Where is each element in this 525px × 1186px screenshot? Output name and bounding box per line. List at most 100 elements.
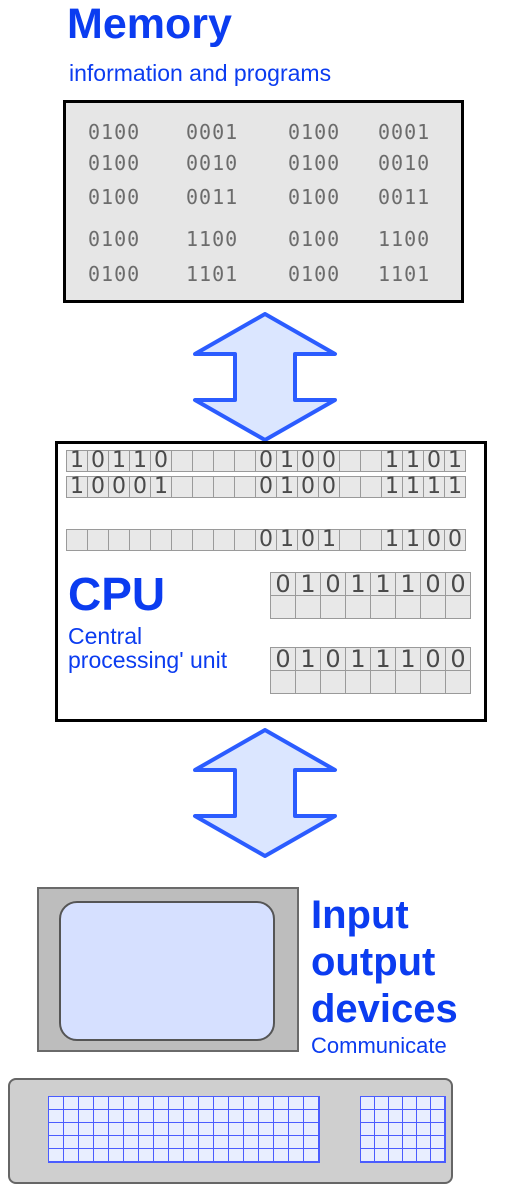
key [416,1096,431,1110]
key [258,1109,274,1123]
key [374,1096,389,1110]
register-cell [66,529,88,551]
register-cell: 1 [108,450,130,472]
register-cell: 0 [129,476,151,498]
key [258,1096,274,1110]
key [63,1148,79,1162]
memory-word: 0100 [288,185,341,209]
key [123,1122,139,1136]
register-cell [108,529,130,551]
key [108,1148,124,1162]
key [168,1148,184,1162]
register-cell [213,529,235,551]
key [273,1096,289,1110]
memory-word: 0100 [88,151,141,175]
key [48,1122,64,1136]
register-cell [360,450,382,472]
key [63,1096,79,1110]
key [374,1122,389,1136]
key [360,1148,375,1162]
key [48,1096,64,1110]
io-title: Input output devices [311,893,458,1031]
memory-word: 0001 [378,120,431,144]
monitor-icon [37,887,299,1052]
register-cell [270,670,296,694]
key [198,1135,214,1149]
register-cell: 0 [270,647,296,671]
key [273,1109,289,1123]
memory-subtitle: information and programs [69,60,332,86]
register-cell: 1 [276,450,298,472]
key [123,1109,139,1123]
register-cell [234,476,256,498]
key [273,1148,289,1162]
register-cell [339,476,361,498]
key [430,1096,445,1110]
register-cell: 1 [444,476,466,498]
register-cell: 1 [295,647,321,671]
register-cell [234,529,256,551]
register-cell: 1 [402,476,424,498]
key [183,1096,199,1110]
register-cell: 0 [318,450,340,472]
key [430,1109,445,1123]
key [48,1109,64,1123]
key [402,1096,417,1110]
register-cell: 0 [255,529,277,551]
register-cell [339,529,361,551]
key [430,1135,445,1149]
key [198,1109,214,1123]
key [93,1135,109,1149]
register-cell: 1 [423,476,445,498]
register-cell [129,529,151,551]
key [108,1122,124,1136]
key [183,1122,199,1136]
key [78,1148,94,1162]
key [388,1148,403,1162]
key [243,1096,259,1110]
register-cell: 0 [444,529,466,551]
double-arrow-icon [193,312,337,442]
register-cell [295,595,321,619]
key [402,1109,417,1123]
key [153,1148,169,1162]
register-cell [150,529,172,551]
key [303,1096,319,1110]
cpu-title: CPU [68,568,166,620]
register-cell [360,476,382,498]
key [198,1096,214,1110]
key [138,1109,154,1123]
key [402,1148,417,1162]
register-cell: 1 [150,476,172,498]
key [416,1109,431,1123]
key [243,1135,259,1149]
key [108,1135,124,1149]
register-cell: 1 [395,647,421,671]
register-cell: 0 [445,572,471,596]
register-cell: 0 [255,476,277,498]
register-cell: 0 [420,647,446,671]
register-cell: 0 [150,450,172,472]
key [228,1109,244,1123]
register-cell: 1 [402,450,424,472]
register-cell: 0 [108,476,130,498]
key [93,1148,109,1162]
register-cell [192,476,214,498]
memory-word: 0100 [288,262,341,286]
key [388,1109,403,1123]
key [108,1096,124,1110]
register-cell: 1 [395,572,421,596]
register-cell [420,670,446,694]
memory-word: 1100 [186,227,239,251]
register-cell: 0 [297,529,319,551]
io-subtitle: Communicate [311,1033,447,1058]
key [63,1109,79,1123]
register-cell: 1 [66,476,88,498]
register-cell [213,476,235,498]
